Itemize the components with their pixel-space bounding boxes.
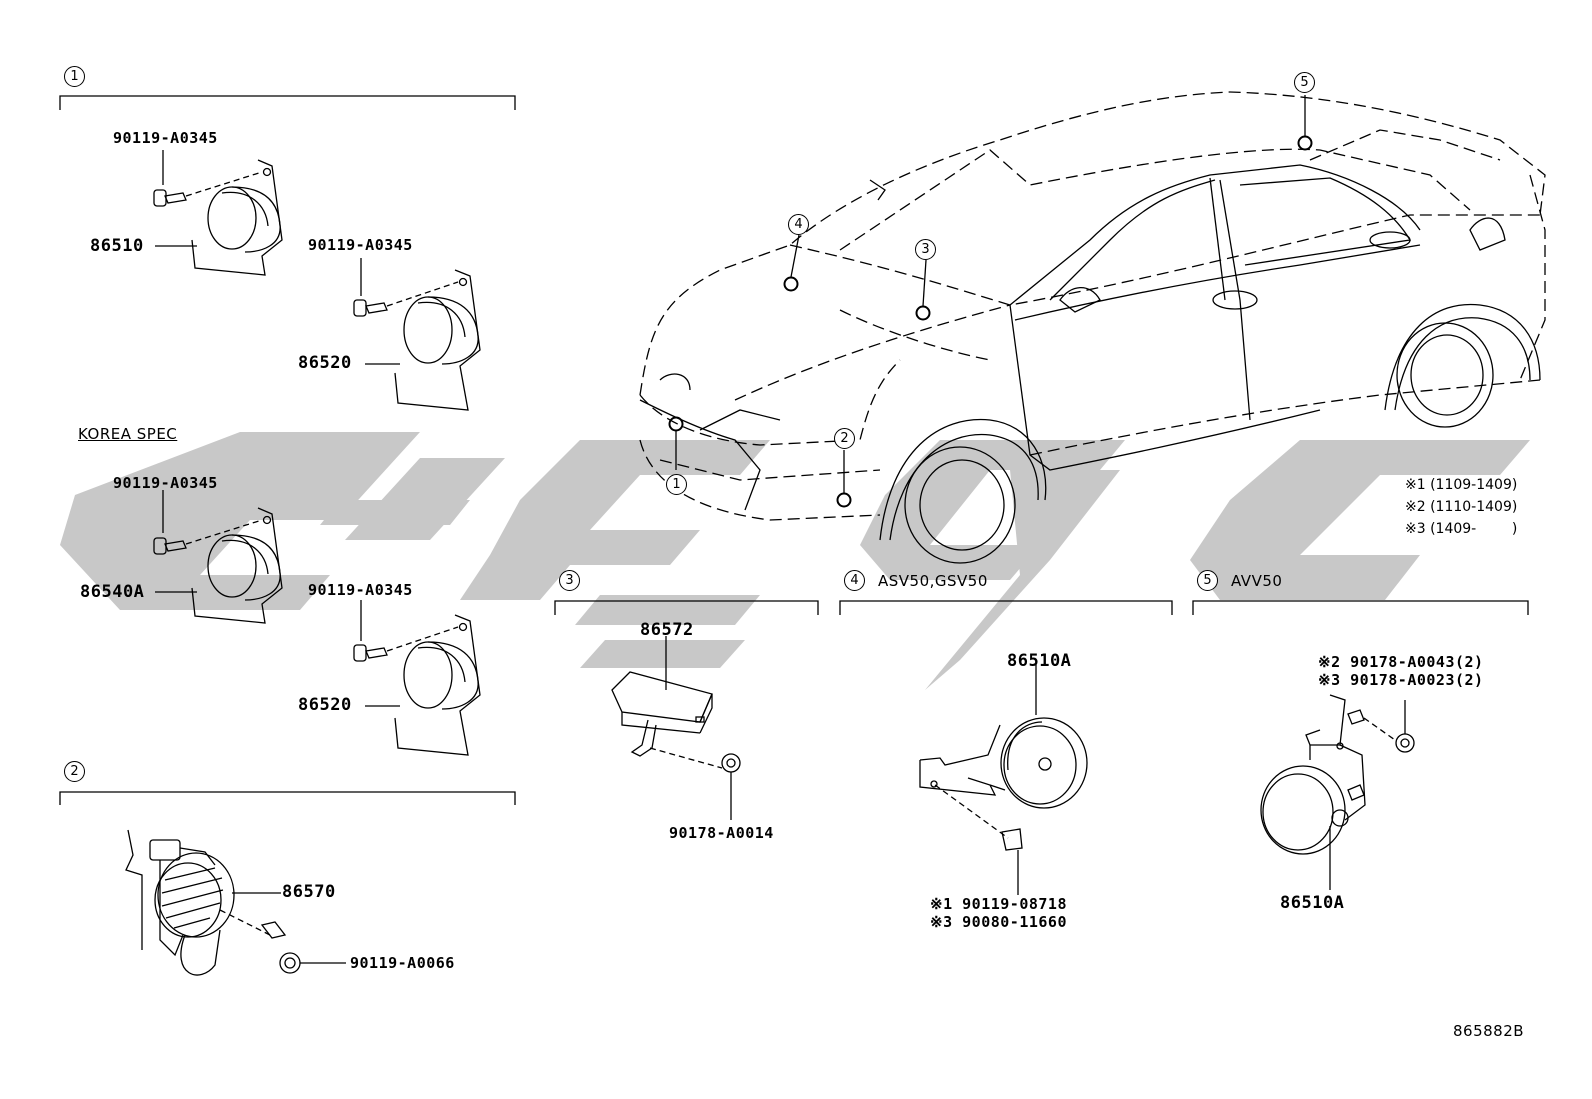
car-outline-drawing [639,91,1546,564]
part-label-86510[interactable]: 86510 [90,236,144,256]
part-label-90119-a0345[interactable]: 90119-A0345 [113,129,218,147]
part-label-86540a[interactable]: 86540A [80,582,145,602]
bracket-section-2 [59,791,516,805]
part-label-86570[interactable]: 86570 [282,882,336,902]
figure-id: 865882B [1453,1022,1525,1040]
part-label-86510a-s4[interactable]: 86510A [1007,651,1072,671]
bracket-section-4 [839,600,1173,615]
part-label-86520[interactable]: 86520 [298,353,352,373]
part-label-90178-a0043[interactable]: ※2 90178-A0043(2) [1318,653,1484,671]
horn-86510a-s5-drawing [1260,694,1415,890]
part-label-90080-11660[interactable]: ※3 90080-11660 [930,913,1067,931]
part-label-86510a-s5[interactable]: 86510A [1280,893,1345,913]
section-5-marker: 5 [1197,570,1218,591]
horn-86510-drawing [153,150,283,276]
note-1: ※1 (1109-1409) [1405,477,1518,493]
horn-86520-drawing [353,258,481,411]
part-label-90178-a0023[interactable]: ※3 90178-A0023(2) [1318,671,1484,689]
section-4-model: ASV50,GSV50 [878,572,988,590]
car-marker-4: 4 [788,214,809,235]
car-marker-3: 3 [915,239,936,260]
bracket-section-5 [1192,600,1529,615]
part-label-86520-k[interactable]: 86520 [298,695,352,715]
section-3-marker: 3 [559,570,580,591]
korea-spec-heading: KOREA SPEC [78,425,178,443]
part-label-90119-a0345-b[interactable]: 90119-A0345 [308,236,413,254]
part-label-86572[interactable]: 86572 [640,620,694,640]
siren-86570-drawing [125,829,346,976]
part-label-90119-08718[interactable]: ※1 90119-08718 [930,895,1067,913]
part-label-90119-a0345-kb[interactable]: 90119-A0345 [308,581,413,599]
note-2: ※2 (1110-1409) [1405,499,1518,515]
part-label-90119-a0345-k[interactable]: 90119-A0345 [113,474,218,492]
car-marker-5: 5 [1294,72,1315,93]
horn-86540a-drawing [153,490,283,624]
section-1-marker: 1 [64,66,85,87]
note-3: ※3 (1409- ) [1405,521,1518,537]
car-marker-1: 1 [666,474,687,495]
section-5-model: AVV50 [1231,572,1283,590]
part-label-90119-a0066[interactable]: 90119-A0066 [350,954,455,972]
module-86572-drawing [611,636,741,820]
bracket-section-1 [59,95,516,110]
horn-86510a-s4-drawing [919,660,1088,895]
section-2-marker: 2 [64,761,85,782]
bracket-section-3 [554,600,819,615]
part-label-90178-a0014[interactable]: 90178-A0014 [669,824,774,842]
horn-86520-korea-drawing [353,600,481,756]
car-marker-2: 2 [834,428,855,449]
section-4-marker: 4 [844,570,865,591]
